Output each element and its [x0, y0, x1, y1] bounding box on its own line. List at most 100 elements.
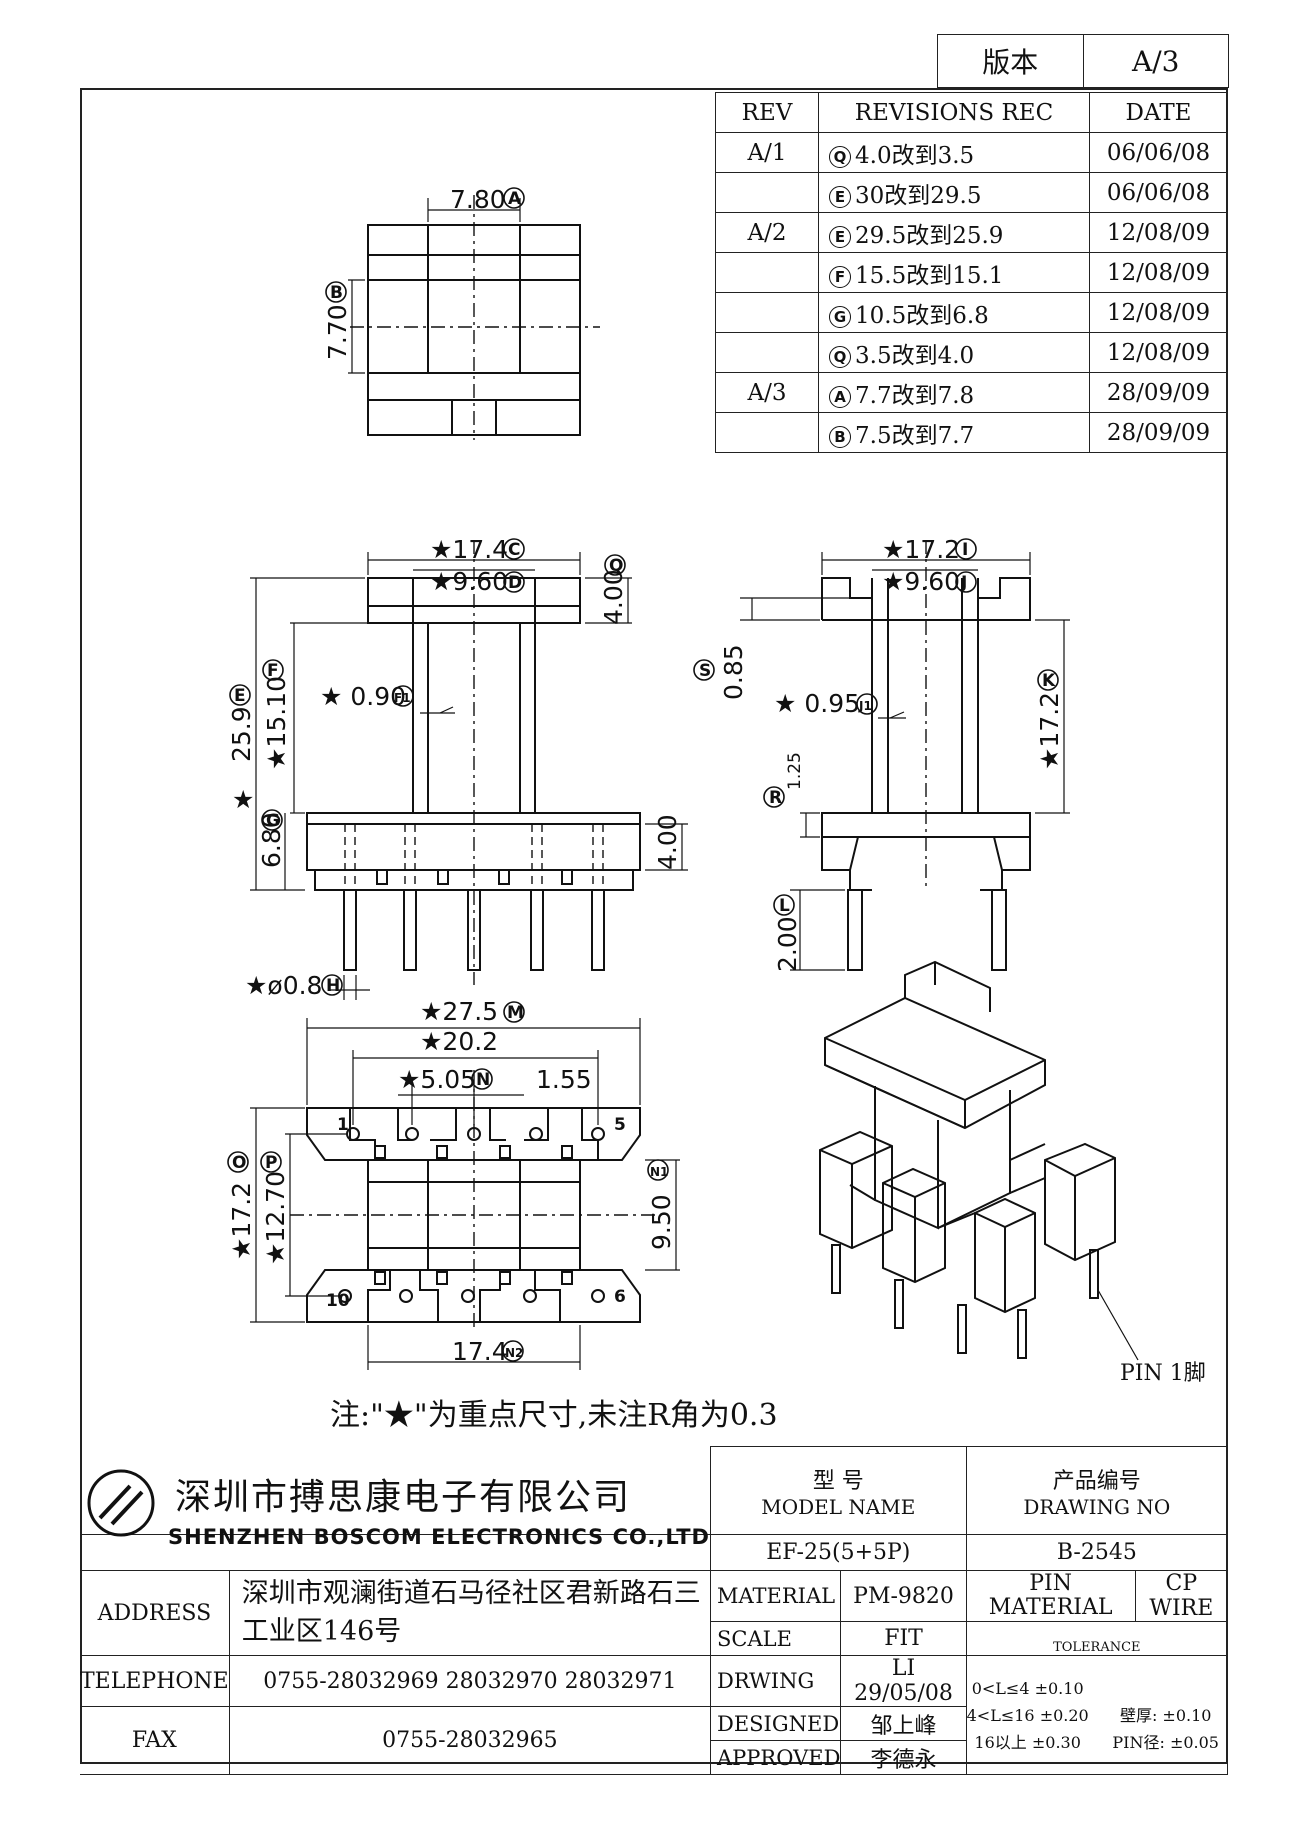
- dim-bottom-pitch: ★5.05: [398, 1065, 476, 1094]
- drawing-no-value: B-2545: [965, 1534, 1229, 1571]
- dim-side-l: 2.00: [773, 916, 802, 972]
- date-cell: 06/06/08: [1089, 132, 1228, 173]
- dim-top-height: 7.70: [323, 304, 352, 360]
- model-cn: 型 号: [812, 1468, 864, 1494]
- circle-mark-icon: E: [829, 185, 851, 208]
- pin-material-label: PIN MATERIAL: [965, 1570, 1136, 1622]
- dim-top-width: 7.80: [450, 185, 506, 214]
- front-star-mark: ★: [232, 785, 254, 814]
- rec-text: 7.5改到7.7: [855, 422, 975, 449]
- tolerance-row: 4<L≤16 ±0.20: [966, 1705, 1089, 1725]
- date-cell: 06/06/08: [1089, 172, 1228, 213]
- pin-label: 1: [337, 1115, 349, 1135]
- circle-mark-icon: Q: [829, 345, 851, 368]
- circle-mark-icon: D: [508, 573, 522, 593]
- circle-mark-icon: Q: [609, 556, 623, 576]
- circle-mark-icon: B: [829, 425, 851, 448]
- scale-value: FIT: [840, 1621, 967, 1656]
- dim-bottom-right: 9.50: [647, 1194, 676, 1250]
- dim-front-total: 25.9: [227, 706, 256, 762]
- version-label: 版本: [937, 34, 1084, 88]
- version-box: 版本 A/3: [937, 34, 1229, 88]
- dim-side-width: ★17.2: [882, 535, 960, 564]
- rec-text: 10.5改到6.8: [855, 302, 989, 329]
- dim-bottom-pin-span: ★20.2: [420, 1027, 498, 1056]
- fax-value: 0755-28032965: [228, 1706, 712, 1775]
- circle-mark-icon: M: [507, 1003, 524, 1023]
- pin-material-value: CP WIRE: [1134, 1570, 1229, 1622]
- version-value: A/3: [1082, 34, 1229, 88]
- fax-label: FAX: [80, 1706, 230, 1775]
- side-view: [740, 540, 1070, 971]
- dim-bottom-height2: ★12.70: [261, 1171, 290, 1265]
- dim-side-inner: ★9.60: [882, 567, 960, 596]
- rec-text: 7.7改到7.8: [855, 382, 975, 409]
- circle-mark-icon: G: [266, 811, 280, 831]
- address-value: 深圳市观澜街道石马径社区君新路石三工业区146号: [228, 1570, 712, 1656]
- rev-cell: [715, 412, 819, 453]
- rev-cell: A/1: [715, 132, 819, 173]
- circle-mark-icon: R: [769, 788, 782, 808]
- circle-mark-icon: P: [265, 1153, 277, 1173]
- approved-label: APPROVED: [709, 1740, 842, 1775]
- technical-drawing: 7.80 A 7.70 B: [227, 185, 1206, 1386]
- wall-tolerance: 壁厚: ±0.10: [1119, 1705, 1212, 1725]
- drawing-note: 注:"★"为重点尺寸,未注R角为0.3: [330, 1398, 778, 1433]
- dim-front-width: ★17.4: [430, 535, 508, 564]
- company-name-cn: 深圳市搏思康电子有限公司: [175, 1477, 632, 1518]
- designed-value: 邹上峰: [840, 1706, 967, 1741]
- circle-mark-icon: Q: [829, 145, 851, 168]
- title-block: 型 号 MODEL NAME 产品编号 DRAWING NO EF-25(5+5…: [80, 1446, 1229, 1775]
- scale-label: SCALE: [709, 1621, 842, 1656]
- dim-side-height: ★17.2: [1035, 692, 1064, 770]
- circle-mark-icon: C: [508, 540, 520, 560]
- rec-text: 3.5改到4.0: [855, 342, 975, 369]
- designed-label: DESIGNED: [709, 1706, 842, 1741]
- circle-mark-icon: A: [829, 385, 851, 408]
- telephone-value: 0755-28032969 28032970 28032971: [228, 1655, 712, 1707]
- material-label: MATERIAL: [709, 1570, 842, 1622]
- circle-mark-icon: O: [232, 1153, 246, 1173]
- circle-mark-icon: H: [326, 976, 340, 996]
- circle-mark-icon: K: [1042, 671, 1056, 691]
- circle-mark-icon: F1: [394, 691, 411, 705]
- dim-bottom-height: ★17.2: [227, 1182, 256, 1260]
- top-view: [348, 195, 600, 440]
- material-value: PM-9820: [840, 1570, 967, 1622]
- dim-front-wall: ★ 0.90: [320, 682, 406, 711]
- dim-pin-diameter: ★ø0.8: [245, 971, 322, 1000]
- date-header: DATE: [1089, 92, 1228, 133]
- dim-bottom-slot: 1.55: [536, 1065, 592, 1094]
- model-header: 型 号 MODEL NAME: [710, 1446, 967, 1535]
- rev-cell: [715, 172, 819, 213]
- drawing-en: DRAWING NO: [1023, 1494, 1171, 1519]
- dim-side-r: 1.25: [785, 752, 805, 790]
- circle-mark-icon: N: [476, 1070, 490, 1090]
- dim-front-mid: ★15.10: [262, 676, 291, 770]
- dim-side-s: 0.85: [719, 644, 748, 700]
- approved-value: 李德永: [840, 1740, 967, 1775]
- circle-mark-icon: J: [960, 573, 967, 593]
- telephone-label: TELEPHONE: [80, 1655, 230, 1707]
- rev-cell: [715, 292, 819, 333]
- dim-side-wall: ★ 0.95: [774, 689, 860, 718]
- circle-mark-icon: E: [234, 686, 246, 706]
- circle-mark-icon: S: [699, 661, 711, 681]
- circle-mark-icon: N2: [505, 1346, 523, 1360]
- company-cell: [80, 1446, 711, 1535]
- date-cell: 28/09/09: [1089, 412, 1228, 453]
- tolerance-table: 0<L≤4 ±0.10 4<L≤16 ±0.20 16以上 ±0.30 壁厚: …: [965, 1655, 1229, 1775]
- rev-cell: A/3: [715, 372, 819, 413]
- rec-text: 30改到29.5: [855, 182, 982, 209]
- drawing-cn: 产品编号: [1052, 1468, 1141, 1494]
- circle-mark-icon: F: [267, 661, 279, 681]
